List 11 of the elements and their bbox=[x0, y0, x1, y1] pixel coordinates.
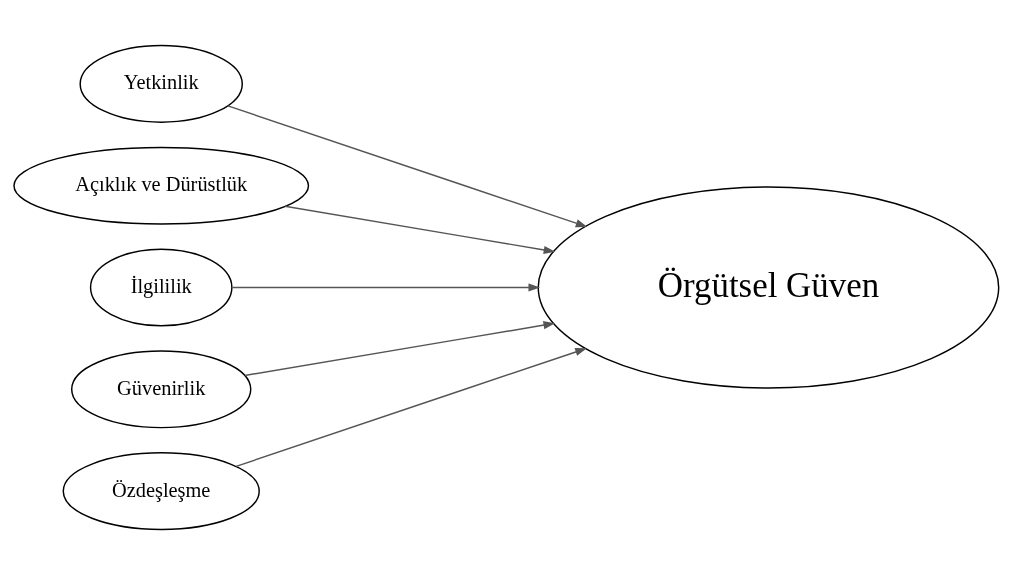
node-ellipse: Yetkinlik bbox=[79, 44, 243, 123]
node-ellipse: Özdeşleşme bbox=[62, 451, 260, 530]
node-ellipse: Açıklık ve Dürüstlük bbox=[13, 146, 310, 225]
arrow bbox=[231, 282, 541, 292]
node-ellipse: Güvenirlik bbox=[71, 349, 252, 428]
arrow bbox=[284, 205, 556, 254]
arrow bbox=[244, 320, 556, 376]
arrow bbox=[235, 347, 587, 467]
arrow bbox=[227, 104, 588, 227]
node-ellipse: Örgütsel Güven bbox=[537, 185, 1000, 389]
node-ellipse: İlgililik bbox=[89, 248, 233, 327]
